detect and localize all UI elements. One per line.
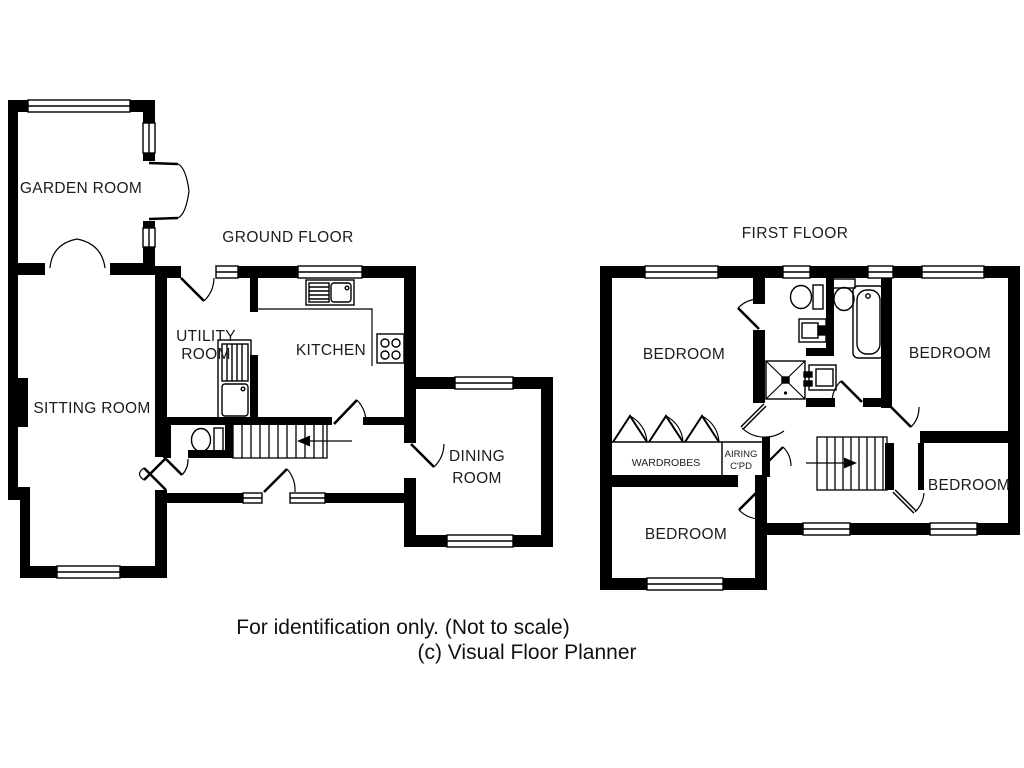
kitchen-label: KITCHEN <box>296 342 366 359</box>
ground-floor-doors <box>49 161 445 493</box>
toilet-icon <box>190 427 224 453</box>
window-icon <box>867 265 894 279</box>
window-icon <box>782 265 811 279</box>
first-floor-doors <box>737 298 925 520</box>
garden-room-label: GARDEN ROOM <box>20 180 142 197</box>
window-icon <box>644 265 719 279</box>
window-icon <box>142 122 156 154</box>
window-icon <box>27 99 131 113</box>
bedroom-top-right-door-icon <box>890 406 920 428</box>
kitchen-door-icon <box>333 399 367 425</box>
ground-floor-title: GROUND FLOOR <box>222 229 353 246</box>
airing-cupboard-label-line2: C'PD <box>730 461 752 472</box>
front-entrance-door-icon <box>263 468 296 493</box>
first-floor-labels: FIRST FLOOR BEDROOM BEDROOM BEDROOM BEDR… <box>632 225 1010 543</box>
shower-room-door-icon <box>740 403 785 438</box>
utility-door-icon <box>180 277 215 302</box>
kitchen-counter-line <box>258 308 373 366</box>
window-icon <box>802 522 851 536</box>
wc-door-icon <box>165 458 189 476</box>
second-toilet-icon <box>832 278 856 312</box>
window-icon <box>454 376 514 390</box>
dining-room-door-icon <box>410 443 445 468</box>
disclaimer-text: For identification only. (Not to scale) <box>236 616 569 639</box>
bath-icon <box>852 285 885 359</box>
ground-floor-windows <box>27 99 514 579</box>
toilet-icon <box>789 284 824 310</box>
first-floor-windows <box>644 265 985 591</box>
window-icon <box>297 265 363 279</box>
window-icon <box>446 534 514 548</box>
first-floor-plan: FIRST FLOOR BEDROOM BEDROOM BEDROOM BEDR… <box>600 225 1020 591</box>
garden-room-double-door-icon <box>148 161 190 221</box>
footer: For identification only. (Not to scale) … <box>236 616 636 664</box>
stairs-up-arrow-icon <box>297 435 352 447</box>
dining-room-label-line1: DINING <box>449 448 505 465</box>
bedroom-top-right-label: BEDROOM <box>909 345 991 362</box>
bedroom-bottom-left-label: BEDROOM <box>645 526 727 543</box>
dining-room-label-line2: ROOM <box>452 470 501 487</box>
utility-room-label-line1: UTILITY <box>176 328 236 345</box>
staircase-first <box>806 436 888 491</box>
first-floor-thin-lines <box>612 441 762 475</box>
bedroom-mid-right-door-icon <box>892 489 925 514</box>
ground-floor-labels: GROUND FLOOR GARDEN ROOM SITTING ROOM UT… <box>20 180 505 487</box>
ground-floor-walls <box>8 100 553 578</box>
ground-floor-fixtures <box>190 279 405 459</box>
window-icon <box>215 265 239 279</box>
window-icon <box>242 492 263 504</box>
first-floor-fixtures <box>765 278 888 491</box>
airing-cupboard-label-line1: AIRING <box>725 449 758 460</box>
hob-icon <box>376 333 405 364</box>
bedroom-bottom-left-door-icon <box>738 488 761 520</box>
airing-cupboard-door-icon <box>763 446 792 467</box>
first-floor-walls <box>600 266 1020 590</box>
bedroom-mid-right-label: BEDROOM <box>928 477 1010 494</box>
stairs-up-arrow-icon <box>806 457 857 469</box>
first-floor-title: FIRST FLOOR <box>742 225 849 242</box>
sitting-room-door-icon <box>138 457 167 491</box>
garden-sitting-double-door-icon <box>49 238 106 269</box>
bedroom-top-left-label: BEDROOM <box>643 346 725 363</box>
wardrobe-fold-doors-icon <box>612 414 720 443</box>
window-icon <box>929 522 978 536</box>
utility-room-label-line2: ROOM <box>181 346 230 363</box>
window-icon <box>921 265 985 279</box>
window-icon <box>56 565 121 579</box>
sitting-room-label: SITTING ROOM <box>33 400 150 417</box>
bedroom-top-left-door-icon <box>737 298 760 330</box>
wardrobes-label: WARDROBES <box>632 457 700 469</box>
staircase-ground <box>232 423 352 459</box>
shower-icon <box>765 360 806 400</box>
wash-basin-icon <box>798 318 827 343</box>
copyright-text: (c) Visual Floor Planner <box>417 641 636 664</box>
ground-floor-plan: GROUND FLOOR GARDEN ROOM SITTING ROOM UT… <box>8 99 553 579</box>
window-icon <box>142 227 156 248</box>
utility-sink-icon <box>217 339 252 420</box>
window-icon <box>289 492 326 504</box>
second-basin-icon <box>803 364 837 391</box>
kitchen-sink-icon <box>305 279 355 306</box>
window-icon <box>646 577 724 591</box>
